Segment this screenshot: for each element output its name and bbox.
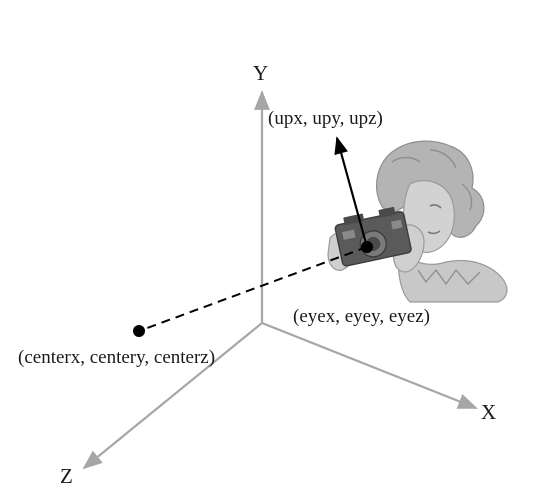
- mouth-mark: [427, 230, 441, 235]
- eye-mark: [429, 204, 442, 209]
- line-of-sight-dashed: [138, 246, 368, 332]
- z-axis-label: Z: [60, 464, 73, 488]
- collar-pattern: [417, 268, 481, 286]
- hair-curl: [391, 156, 421, 163]
- z-axis-line: [82, 322, 263, 470]
- up-vector-arrow: [334, 136, 369, 248]
- woman-with-camera-illustration: [327, 140, 508, 303]
- center-point: [133, 325, 145, 337]
- center-point-label: (centerx, centery, centerz): [18, 347, 215, 368]
- eye-point-label: (eyex, eyey, eyez): [293, 306, 430, 327]
- x-axis-label: X: [481, 400, 496, 424]
- axes: Y X Z: [60, 61, 496, 488]
- y-axis-label: Y: [253, 61, 268, 85]
- hair-curl-2: [429, 149, 457, 169]
- hair-curl-3: [461, 183, 473, 211]
- up-vector-label: (upx, upy, upz): [268, 108, 383, 129]
- camera-icon: [334, 206, 412, 267]
- eye-point: [361, 241, 373, 253]
- shoulders-shape: [397, 248, 508, 303]
- x-axis-line: [261, 321, 478, 410]
